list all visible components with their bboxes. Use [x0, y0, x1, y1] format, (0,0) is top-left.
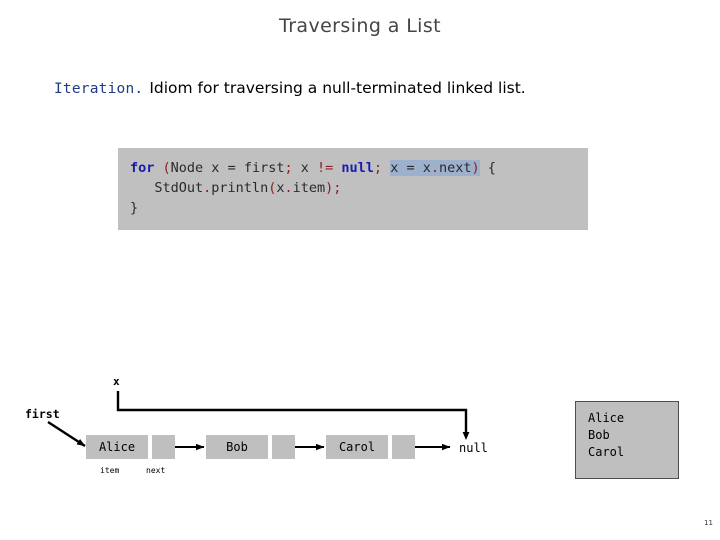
code-token: for: [130, 160, 155, 176]
code-token: x: [276, 180, 285, 196]
code-token: ): [471, 160, 480, 176]
code-token: {: [479, 160, 496, 176]
x-pointer-connector: [116, 391, 470, 440]
code-token: x = x: [390, 160, 431, 176]
code-token: .: [284, 180, 293, 196]
node-item-box: Carol: [326, 435, 388, 459]
code-line: }: [130, 198, 588, 218]
node-next-box: [392, 435, 415, 459]
code-token: item: [292, 180, 326, 196]
code-line: for (Node x = first; x != null; x = x.ne…: [130, 158, 588, 178]
code-block: for (Node x = first; x != null; x = x.ne…: [118, 148, 588, 230]
code-line: StdOut.println(x.item);: [130, 178, 588, 198]
output-line: Carol: [588, 445, 625, 459]
code-token: }: [130, 200, 139, 216]
node-next-box: [152, 435, 175, 459]
label-field-item: item: [100, 466, 120, 475]
code-token: !=: [317, 160, 334, 176]
code-token: .: [203, 180, 212, 196]
code-token: (: [268, 180, 277, 196]
code-token: );: [325, 180, 342, 196]
code-token: null: [341, 160, 374, 176]
label-field-next: next: [146, 466, 166, 475]
label-x-pointer: x: [113, 375, 120, 388]
subtitle-text: Idiom for traversing a null-terminated l…: [149, 79, 526, 97]
code-token: ;: [373, 160, 383, 176]
code-token: .: [430, 160, 439, 176]
subtitle-keyword: Iteration.: [54, 81, 144, 97]
code-token: println: [211, 180, 269, 196]
first-pointer-arrow: [47, 420, 86, 448]
output-line: Alice: [588, 411, 625, 425]
code-token: x: [292, 160, 317, 176]
page-number: 11: [704, 519, 713, 527]
page-title: Traversing a List: [278, 15, 442, 37]
node-item-box: Bob: [206, 435, 268, 459]
code-token: ;: [284, 160, 293, 176]
node-item-box: Alice: [86, 435, 148, 459]
label-first-pointer: first: [25, 407, 60, 421]
code-token: Node x = first: [170, 160, 285, 176]
code-token: (: [162, 160, 171, 176]
subtitle-line: Iteration. Idiom for traversing a null-te…: [54, 79, 526, 97]
code-token: next: [438, 160, 472, 176]
code-token: StdOut: [130, 180, 204, 196]
output-line: Bob: [588, 428, 610, 442]
label-null-terminator: null: [459, 441, 488, 455]
node-next-box: [272, 435, 295, 459]
